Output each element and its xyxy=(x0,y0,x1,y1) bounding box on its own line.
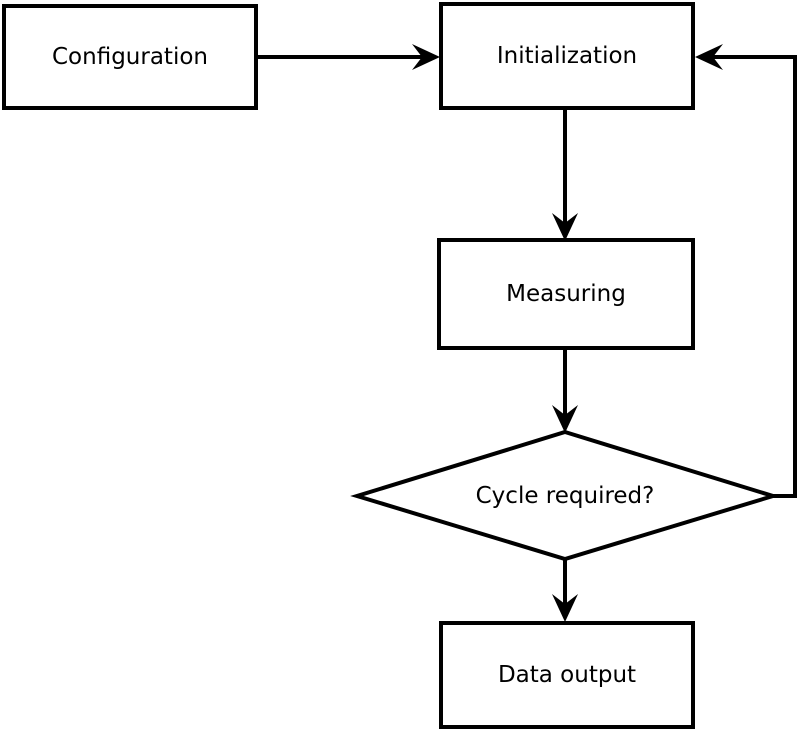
arrowhead-down-icon xyxy=(552,405,578,433)
edge-measuring-to-decision xyxy=(552,350,578,433)
node-data-output: Data output xyxy=(439,621,695,729)
edge-initialization-to-measuring xyxy=(552,110,578,241)
node-configuration-label: Configuration xyxy=(52,44,208,70)
node-cycle-required: Cycle required? xyxy=(415,475,715,517)
arrowhead-left-icon xyxy=(695,44,723,70)
arrowhead-right-icon xyxy=(412,44,440,70)
node-cycle-required-label: Cycle required? xyxy=(475,483,655,509)
node-initialization-label: Initialization xyxy=(496,43,638,69)
arrowhead-down-icon xyxy=(552,594,578,622)
node-initialization: Initialization xyxy=(439,2,695,110)
arrowhead-down-icon xyxy=(552,213,578,241)
edge-line xyxy=(713,55,797,498)
node-measuring-label: Measuring xyxy=(506,281,626,307)
node-configuration: Configuration xyxy=(2,4,258,110)
edge-decision-to-initialization-loop xyxy=(695,44,797,498)
edge-configuration-to-initialization xyxy=(258,44,440,70)
edge-decision-to-data-output xyxy=(552,559,578,622)
node-data-output-label: Data output xyxy=(497,662,637,688)
node-measuring: Measuring xyxy=(437,238,695,350)
